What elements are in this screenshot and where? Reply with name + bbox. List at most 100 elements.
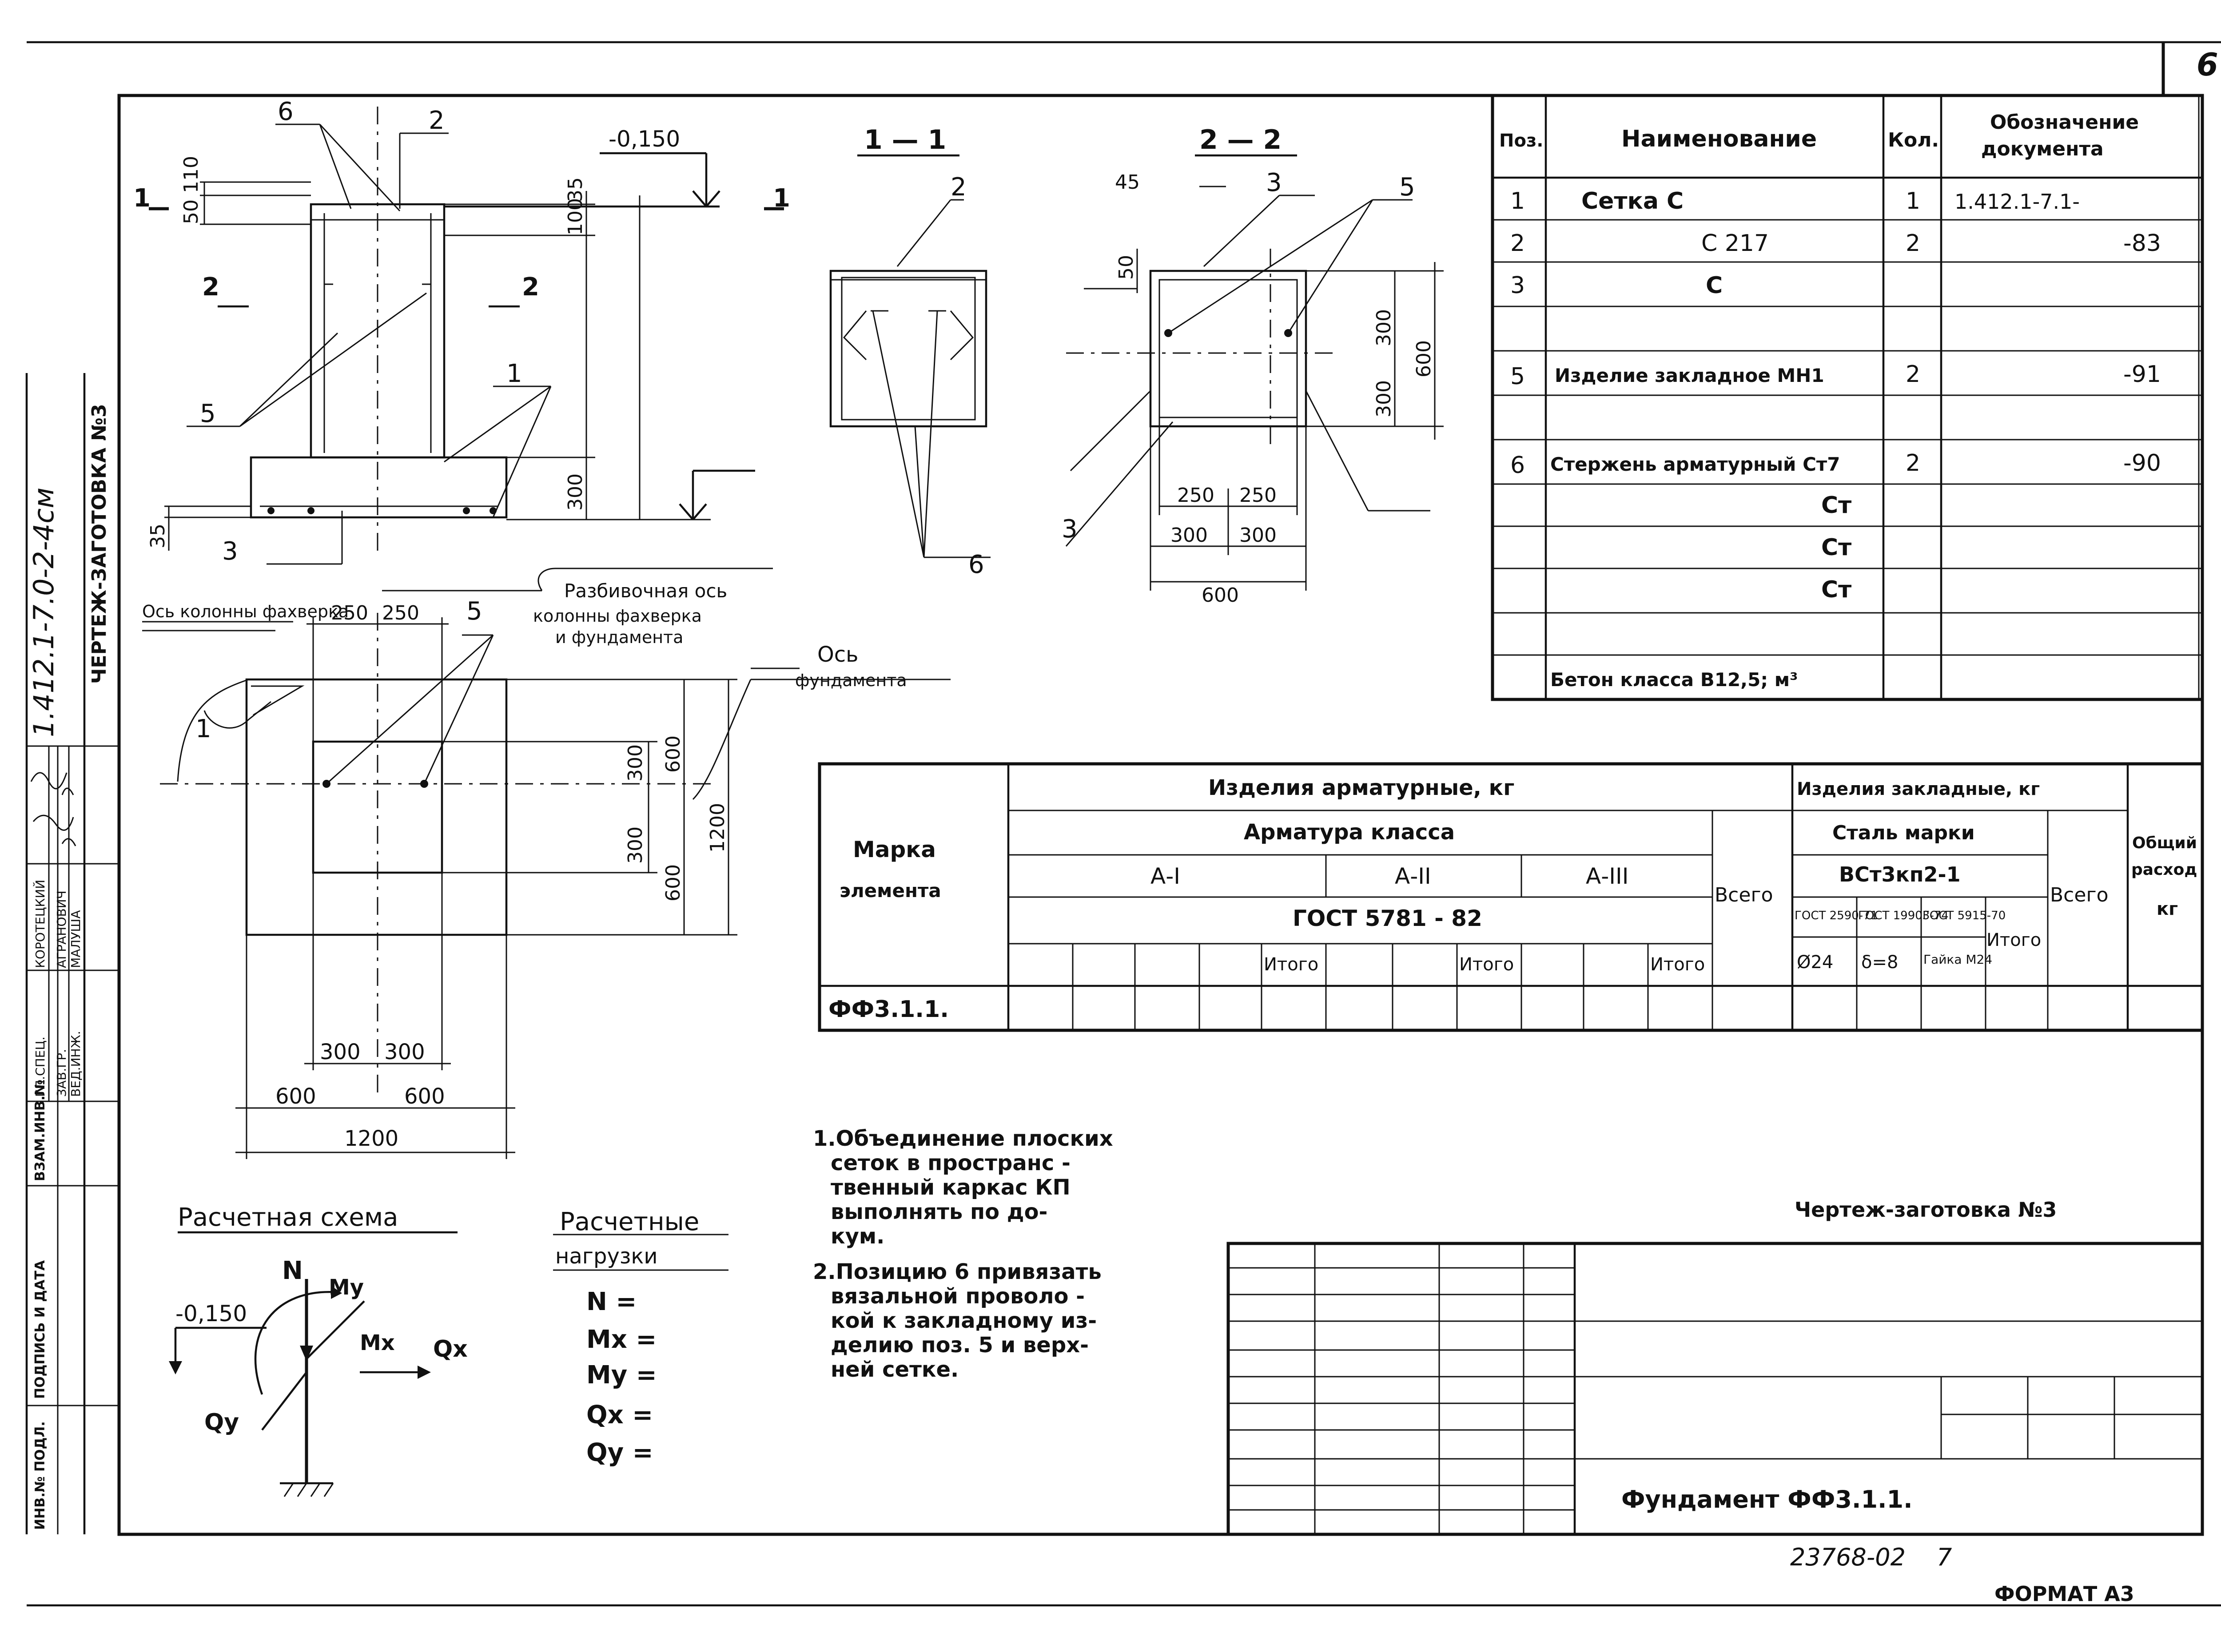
column-axis-label: Ось колонны фахверка (142, 602, 349, 621)
element-name: Фундамент ФФ3.1.1. (1621, 1485, 1913, 1513)
plan-dim-300-d: 300 (384, 1040, 425, 1064)
bottom-code: 23768-02 (1790, 1543, 1906, 1571)
spec-header-doc-1: Обозначение (1990, 111, 2139, 134)
spec-name: Стержень арматурный Ст7 (1550, 453, 1840, 475)
mat-steel-grade: ВСт3кп2-1 (1839, 862, 1961, 886)
dim-250-a: 250 (1177, 484, 1214, 507)
plan-pos-5: 5 (466, 597, 482, 626)
stamp-name-3: МАЛУША (68, 910, 83, 968)
stamp-col-sign: ПОДПИСЬ И ДАТА (32, 1260, 48, 1399)
page-number: 6 (2197, 47, 2218, 83)
loads-title-1: Расчетные (560, 1207, 699, 1236)
plan-dim-600-a: 600 (662, 735, 685, 773)
dim-50-22: 50 (1115, 255, 1138, 280)
stamp-col-inv: ИНВ.№ ПОДЛ. (32, 1421, 48, 1530)
spec-doc: 1.412.1-7.1- (1954, 190, 2080, 214)
layout-axis-line3: и фундамента (555, 627, 683, 647)
mat-embed-header: Изделия закладные, кг (1797, 779, 2040, 799)
plan-pos-1: 1 (195, 715, 211, 743)
materials-table (818, 762, 2204, 1032)
plan-view (142, 568, 951, 1159)
force-Qy: Qy (204, 1409, 239, 1436)
spec-pos: 1 (1510, 188, 1525, 214)
format-label: ФОРМАТ А3 (1994, 1582, 2134, 1606)
level-mark-top: -0,150 (609, 126, 680, 152)
load-My: My = (586, 1361, 657, 1390)
note-line: делию поз. 5 и верх- (831, 1333, 1089, 1358)
spec-header-qty: Кол. (1888, 129, 1939, 151)
mat-element-mark: ФФ3.1.1. (828, 996, 949, 1023)
pos-2-label: 2 (429, 106, 445, 135)
mat-gost-3: ГОСТ 5915-70 (1922, 909, 2006, 922)
note-line: сеток в пространс - (831, 1151, 1071, 1175)
elevation-view (149, 107, 784, 565)
spec-pos: 3 (1510, 272, 1525, 299)
mat-gost-2: ГОСТ 19903-74 (1858, 909, 1949, 922)
dim-600-22-bottom: 600 (1202, 584, 1239, 607)
section-2-2-pos-3-top: 3 (1266, 168, 1282, 197)
spec-pos: 5 (1510, 363, 1525, 390)
bottom-code-page: 7 (1937, 1543, 1952, 1571)
title-block (1226, 1242, 2204, 1536)
spec-name: С 217 (1701, 230, 1769, 257)
pos-3-label: 3 (222, 537, 238, 566)
force-Mx: Mx (360, 1330, 395, 1355)
dim-300: 300 (564, 473, 587, 511)
stamp-name-1: КОРОТЕЦКИЙ (32, 880, 48, 968)
mat-steel: Сталь марки (1832, 822, 1975, 844)
mat-embed-d8: δ=8 (1861, 952, 1898, 973)
section-2-2-pos-3-bottom: 3 (1062, 515, 1078, 544)
mat-itogo-1: Итого (1264, 954, 1318, 975)
mat-class-a3: А-III (1586, 863, 1628, 889)
plan-dim-1200-right: 1200 (706, 803, 729, 853)
plan-dim-250-a: 250 (331, 602, 368, 624)
plan-dim-1200-bottom: 1200 (344, 1126, 398, 1151)
mat-vsego-2: Всего (2050, 884, 2108, 906)
stamp-name-2: АГРАНОВИЧ (54, 890, 69, 968)
mat-class-a1: А-I (1150, 863, 1180, 889)
note-line: 1.Объединение плоских (813, 1126, 1113, 1151)
plan-dim-300-c: 300 (320, 1040, 361, 1064)
mat-total-2: расход (2131, 861, 2197, 879)
dim-50: 50 (180, 199, 203, 224)
stamp-col-replace: ВЗАМ.ИНВ.№ (32, 1080, 48, 1181)
spec-qty: 2 (1906, 230, 1920, 257)
dim-600-22: 600 (1413, 340, 1435, 377)
mat-gost-1: ГОСТ 2590-71 (1795, 909, 1878, 922)
section-2-2-pos-5: 5 (1399, 173, 1415, 202)
plan-dim-600-b: 600 (662, 864, 685, 901)
spec-pos: 6 (1510, 452, 1525, 479)
spec-pos: 2 (1510, 230, 1525, 257)
force-N: N (282, 1256, 303, 1285)
note-line: ней сетке. (831, 1357, 959, 1382)
pos-1-label: 1 (506, 359, 522, 388)
spec-name: Ст (1821, 576, 1851, 603)
dim-35: 35 (564, 177, 587, 202)
spec-name: Ст (1821, 534, 1851, 561)
pos-5-label: 5 (200, 399, 216, 428)
mat-class-a2: А-II (1395, 863, 1431, 889)
spec-header-doc-2: документа (1981, 138, 2104, 160)
section-mark-2-left: 2 (202, 273, 219, 302)
spec-name: Бетон класса В12,5; м³ (1550, 669, 1798, 691)
mat-rebar-header: Изделия арматурные, кг (1208, 775, 1514, 800)
layout-axis-line1: Разбивочная ось (564, 580, 727, 602)
mat-gost: ГОСТ 5781 - 82 (1293, 905, 1482, 931)
note-line: выполнять по до- (831, 1199, 1047, 1224)
spec-table (1491, 94, 2204, 701)
mat-mark-header-2: элемента (840, 880, 941, 901)
force-My: My (329, 1275, 364, 1300)
mat-itogo-embed: Итого (1986, 930, 2041, 950)
scheme-level: -0,150 (175, 1301, 247, 1326)
note-line: кум. (831, 1224, 884, 1249)
dim-300-c: 300 (1170, 524, 1208, 547)
spec-doc: -83 (2123, 230, 2161, 257)
mat-total-1: Общий (2132, 834, 2197, 852)
note-line: 2.Позицию 6 привязать (813, 1259, 1102, 1284)
doc-code-vertical: 1.412.1-7.0-2-4см (28, 488, 60, 737)
plan-dim-300-b: 300 (624, 826, 647, 864)
load-Qx: Qx = (586, 1401, 653, 1430)
section-2-2 (1065, 154, 1444, 591)
spec-header-pos: Поз. (1499, 131, 1543, 151)
